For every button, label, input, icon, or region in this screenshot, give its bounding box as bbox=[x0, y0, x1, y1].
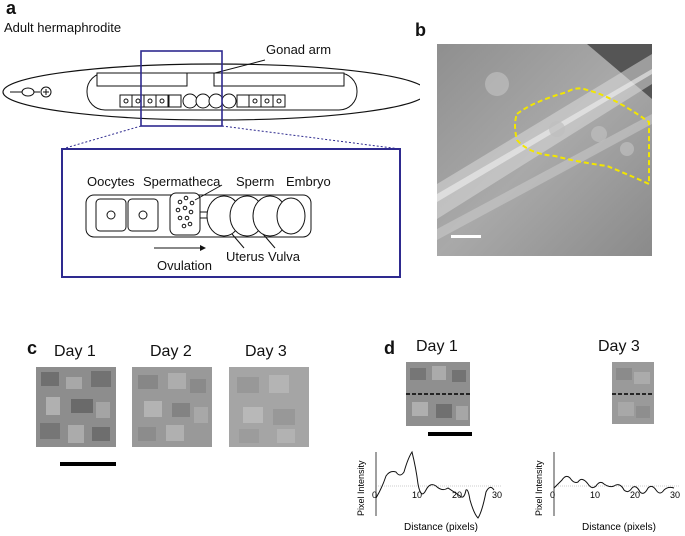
tick-30: 30 bbox=[492, 490, 502, 500]
scale-bar-d bbox=[428, 432, 472, 436]
oocyte-cell-1 bbox=[95, 198, 127, 232]
day2-label-c: Day 2 bbox=[150, 343, 192, 360]
intensity-plot-day1: 0 10 20 30 Pixel Intensity Distance (pix… bbox=[356, 450, 502, 533]
gonad-arm-pointer bbox=[214, 59, 266, 74]
ovulation-label: Ovulation bbox=[157, 258, 212, 273]
texture-c-day1 bbox=[36, 367, 116, 447]
zoom-line-left bbox=[61, 125, 142, 150]
uterus-label: Uterus bbox=[226, 249, 265, 264]
sperm-dots bbox=[175, 195, 195, 229]
day3-label-d: Day 3 bbox=[598, 338, 640, 355]
embryo-label: Embryo bbox=[286, 174, 331, 189]
spermatheca-label: Spermatheca bbox=[143, 174, 221, 189]
panel-c-letter: c bbox=[27, 338, 38, 358]
inset-box bbox=[61, 148, 401, 278]
intensity-plot-day3: 0 10 20 30 Pixel Intensity Distance (pix… bbox=[534, 452, 680, 533]
gonad-arm-label: Gonad arm bbox=[266, 42, 332, 57]
day3-label-c: Day 3 bbox=[245, 343, 287, 360]
tick-0: 0 bbox=[550, 490, 555, 500]
sperm-label: Sperm bbox=[236, 174, 275, 189]
embryo-4 bbox=[276, 197, 306, 235]
vulva-label: Vulva bbox=[268, 249, 301, 264]
pharynx-shape bbox=[10, 86, 52, 98]
gonad-cells-row bbox=[119, 93, 286, 109]
oocyte-cell-2 bbox=[127, 198, 159, 232]
scale-bar-c bbox=[60, 462, 116, 466]
panel-a-title: Adult hermaphrodite bbox=[4, 20, 122, 35]
tick-0: 0 bbox=[372, 490, 377, 500]
panel-b-letter: b bbox=[415, 20, 426, 40]
intensity-curve-day1 bbox=[375, 450, 495, 519]
texture-c-day3 bbox=[229, 367, 309, 447]
oocytes-label: Oocytes bbox=[87, 174, 135, 189]
scale-bar-b bbox=[451, 235, 481, 238]
texture-c-day2 bbox=[132, 367, 212, 447]
micrograph-b bbox=[437, 44, 652, 256]
plot1-ylabel: Pixel Intensity bbox=[356, 460, 366, 516]
worm-schematic bbox=[2, 50, 420, 278]
panel-d-letter: d bbox=[384, 338, 395, 358]
yellow-dashed-outline bbox=[514, 87, 650, 186]
plot2-ylabel: Pixel Intensity bbox=[534, 460, 544, 516]
tick-10: 10 bbox=[412, 490, 422, 500]
gonad-rachis-right bbox=[213, 72, 345, 87]
worm-body-outline bbox=[2, 63, 420, 121]
zoom-line-right bbox=[221, 125, 401, 150]
plot2-xlabel: Distance (pixels) bbox=[582, 522, 656, 533]
texture-d-day1 bbox=[406, 362, 470, 426]
tick-20: 20 bbox=[452, 490, 462, 500]
zoom-box bbox=[140, 50, 223, 127]
texture-d-day3 bbox=[612, 362, 654, 424]
tick-30: 30 bbox=[670, 490, 680, 500]
plot1-xlabel: Distance (pixels) bbox=[404, 522, 478, 533]
gonad-rachis-left bbox=[96, 72, 188, 87]
panel-a-letter: a bbox=[6, 0, 17, 18]
tick-20: 20 bbox=[630, 490, 640, 500]
tick-10: 10 bbox=[590, 490, 600, 500]
day1-label-d: Day 1 bbox=[416, 338, 458, 355]
intensity-curve-day3 bbox=[553, 475, 675, 494]
day1-label-c: Day 1 bbox=[54, 343, 96, 360]
